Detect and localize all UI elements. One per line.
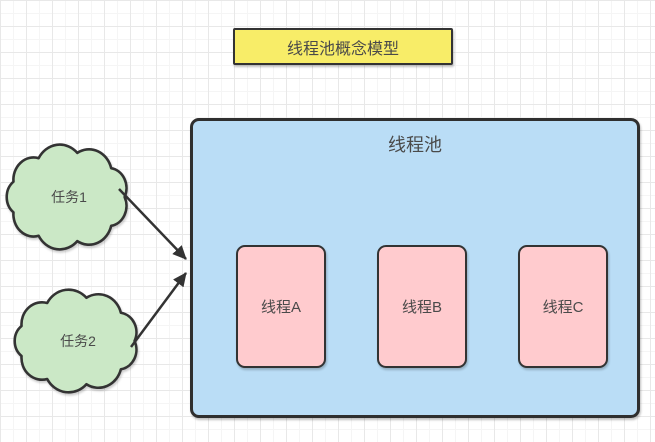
task-cloud-2: 任务2	[16, 292, 140, 390]
thread-b-label: 线程B	[401, 299, 442, 316]
diagram-title-box: 线程池概念模型	[233, 28, 453, 65]
thread-box-c: 线程C	[518, 245, 608, 368]
thread-a-label: 线程A	[260, 299, 301, 316]
thread-c-label: 线程C	[542, 299, 584, 316]
task-2-label: 任务2	[60, 333, 96, 349]
thread-box-b: 线程B	[377, 245, 467, 368]
thread-pool-label: 线程池	[388, 135, 442, 155]
thread-pool-box: 线程池 线程A 线程B 线程C	[190, 118, 640, 418]
diagram-title: 线程池概念模型	[286, 40, 399, 58]
cloud-shape-icon	[8, 147, 130, 247]
task-cloud-1: 任务1	[8, 147, 130, 247]
cloud-shape-icon	[16, 292, 140, 390]
thread-box-a: 线程A	[236, 245, 326, 368]
task-1-label: 任务1	[51, 189, 87, 205]
